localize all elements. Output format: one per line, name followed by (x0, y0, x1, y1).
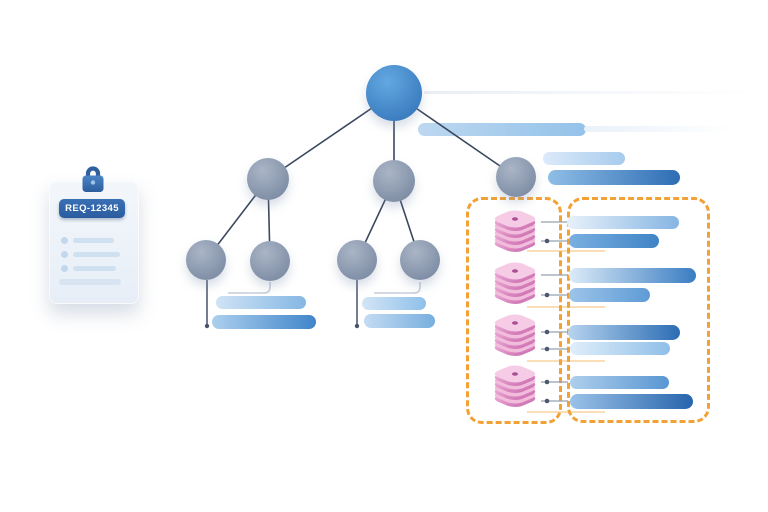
root-node (366, 65, 422, 121)
stem-endpoint-dot (204, 323, 210, 329)
lock-icon (82, 166, 104, 192)
database-top-dot (512, 269, 518, 273)
database-top-dot (512, 321, 518, 325)
database-top-dot (512, 217, 518, 221)
attribute-bar (569, 234, 659, 248)
list-bullet-dot (61, 237, 68, 244)
decor-bar (424, 91, 756, 94)
leaf-node (250, 241, 290, 281)
attribute-bar (569, 288, 650, 302)
database-icon (494, 262, 536, 304)
clipboard-list-row (48, 251, 140, 259)
clipboard-list-row (48, 237, 140, 245)
attribute-group-box (567, 197, 710, 423)
decor-bar (418, 123, 586, 136)
leaf-detail-bar (216, 296, 306, 309)
database-icon (494, 365, 536, 407)
streak-line (527, 411, 605, 413)
leaf-node (400, 240, 440, 280)
decor-bar (584, 126, 734, 132)
branch-node (496, 157, 536, 197)
attribute-bar (570, 376, 669, 389)
branch-node (373, 160, 415, 202)
attribute-bar (570, 342, 670, 355)
leaf-node (337, 240, 377, 280)
branch-node (247, 158, 289, 200)
attribute-bar (569, 268, 696, 283)
database-icon (494, 210, 536, 252)
list-line (73, 252, 120, 257)
list-bullet-dot (61, 251, 68, 258)
database-icon (494, 314, 536, 356)
requirement-id: REQ-12345 (65, 203, 119, 214)
leaf-elbow-connector (374, 282, 421, 294)
attribute-bar (567, 216, 679, 229)
clipboard-list-row (48, 265, 140, 273)
streak-line (527, 250, 605, 252)
attribute-bar (568, 325, 680, 340)
leaf-node (186, 240, 226, 280)
stem-endpoint-dot (354, 323, 360, 329)
list-bullet-dot (61, 265, 68, 272)
leaf-elbow-connector (228, 282, 271, 294)
streak-line (527, 360, 605, 362)
decor-bar (543, 152, 625, 165)
requirement-badge: REQ-12345 (59, 199, 125, 218)
decor-bar (548, 170, 680, 185)
list-line (73, 238, 114, 243)
streak-line (527, 306, 605, 308)
database-top-dot (512, 372, 518, 376)
clipboard-footer-line (59, 279, 121, 285)
leaf-detail-bar (364, 314, 435, 328)
clipboard: REQ-12345 (48, 161, 140, 311)
leaf-detail-bar (212, 315, 316, 329)
leaf-detail-bar (362, 297, 426, 310)
list-line (73, 266, 116, 271)
attribute-bar (570, 394, 693, 409)
database-group-box (466, 197, 562, 424)
